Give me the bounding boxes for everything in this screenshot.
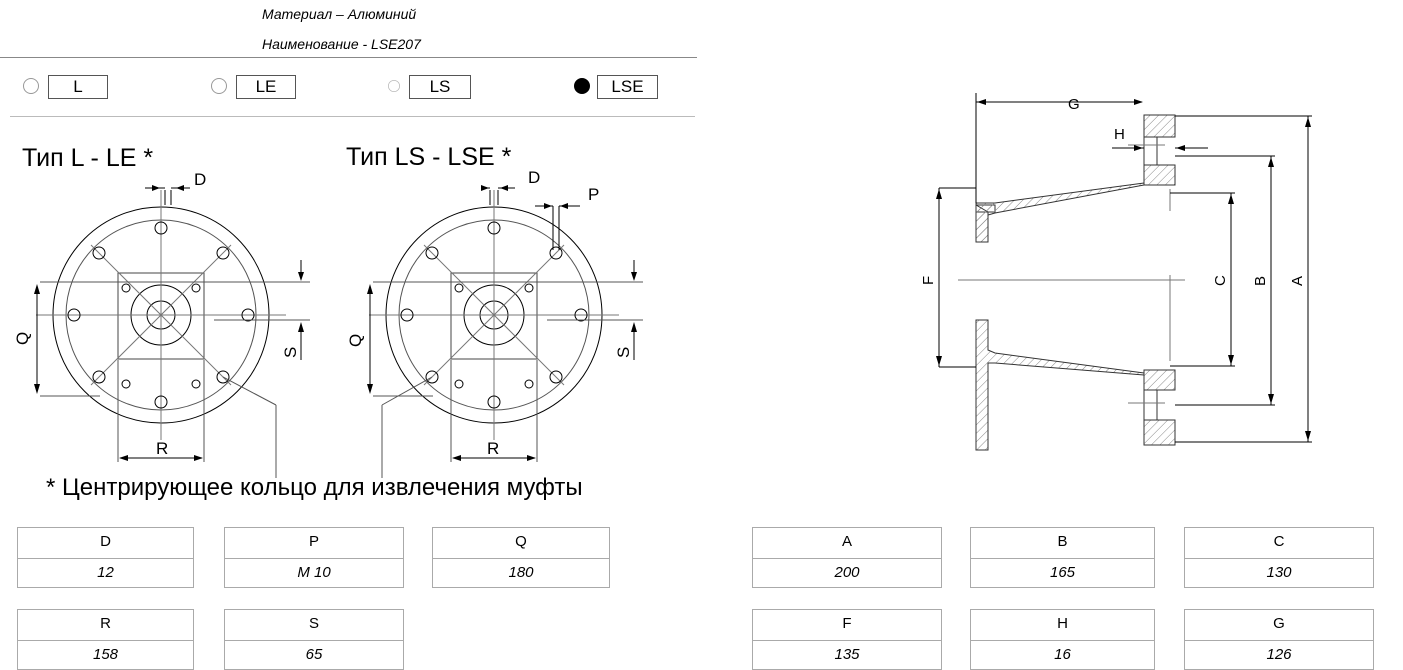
options-divider [10,116,695,117]
dim-cell-g: G 126 [1184,609,1374,670]
dim-cell-p: P M 10 [224,527,404,588]
dim-cell-q: Q 180 [432,527,610,588]
label-s: S [614,347,633,358]
label-a: A [1289,276,1306,286]
option-ls-radio[interactable] [388,80,400,92]
dim-value-h: 16 [1054,646,1071,663]
dim-value-f: 135 [834,646,860,663]
dim-cell-r: R 158 [17,609,194,670]
label-s: S [281,347,300,358]
dim-name-h: H [971,610,1154,641]
flange-view-l-le: D Q S R [13,170,310,478]
option-lse-radio[interactable] [574,78,590,94]
option-l-label[interactable]: L [48,75,108,99]
dim-cell-f: F 135 [752,609,942,670]
dim-value-p: M 10 [297,564,331,581]
label-d: D [528,168,540,187]
dim-name-b: B [971,528,1154,559]
dim-name-f: F [753,610,941,641]
label-g: G [1068,96,1080,113]
dim-value-g: 126 [1266,646,1292,663]
flange-view-ls-lse: D P Q S R [346,168,643,478]
label-q: Q [346,334,365,347]
label-r: R [156,439,168,458]
dim-value-a: 200 [834,564,860,581]
option-le-label[interactable]: LE [236,75,296,99]
dim-name-r: R [18,610,193,641]
bolt-holes [400,221,588,409]
bolt-holes [67,221,255,409]
label-r: R [487,439,499,458]
label-b: B [1252,276,1269,286]
option-ls-label[interactable]: LS [409,75,471,99]
type-l-le-title: Тип L - LE * [22,144,154,172]
header-divider [0,57,697,58]
dim-name-p: P [225,528,403,559]
dim-cell-c: C 130 [1184,527,1374,588]
dim-cell-d: D 12 [17,527,194,588]
dim-cell-s: S 65 [224,609,404,670]
label-q: Q [13,332,32,345]
dim-value-d: 12 [97,564,114,581]
dim-name-s: S [225,610,403,641]
dim-cell-a: A 200 [752,527,942,588]
option-l-radio[interactable] [23,78,39,94]
material-text: Материал – Алюминий [262,6,417,22]
product-name-text: Наименование - LSE207 [262,36,421,52]
dim-name-q: Q [433,528,609,559]
dim-name-c: C [1185,528,1373,559]
dim-name-g: G [1185,610,1373,641]
footnote: * Центрирующее кольцо для извлечения муф… [46,474,583,501]
option-le-radio[interactable] [211,78,227,94]
dim-value-b: 165 [1049,564,1076,581]
dim-value-s: 65 [305,646,323,663]
dim-name-d: D [18,528,193,559]
dim-cell-b: B 165 [970,527,1155,588]
dim-name-a: A [753,528,941,559]
label-c: C [1212,275,1229,286]
dim-value-r: 158 [92,646,119,663]
dim-cell-h: H 16 [970,609,1155,670]
option-lse-label[interactable]: LSE [597,75,658,99]
label-f: F [920,276,937,285]
label-p: P [588,185,599,204]
label-d: D [194,170,206,189]
label-h: H [1114,126,1125,143]
section-view: G H F C B A [920,93,1312,451]
dim-value-c: 130 [1266,564,1292,581]
dim-value-q: 180 [508,564,534,581]
type-ls-lse-title: Тип LS - LSE * [346,143,512,171]
